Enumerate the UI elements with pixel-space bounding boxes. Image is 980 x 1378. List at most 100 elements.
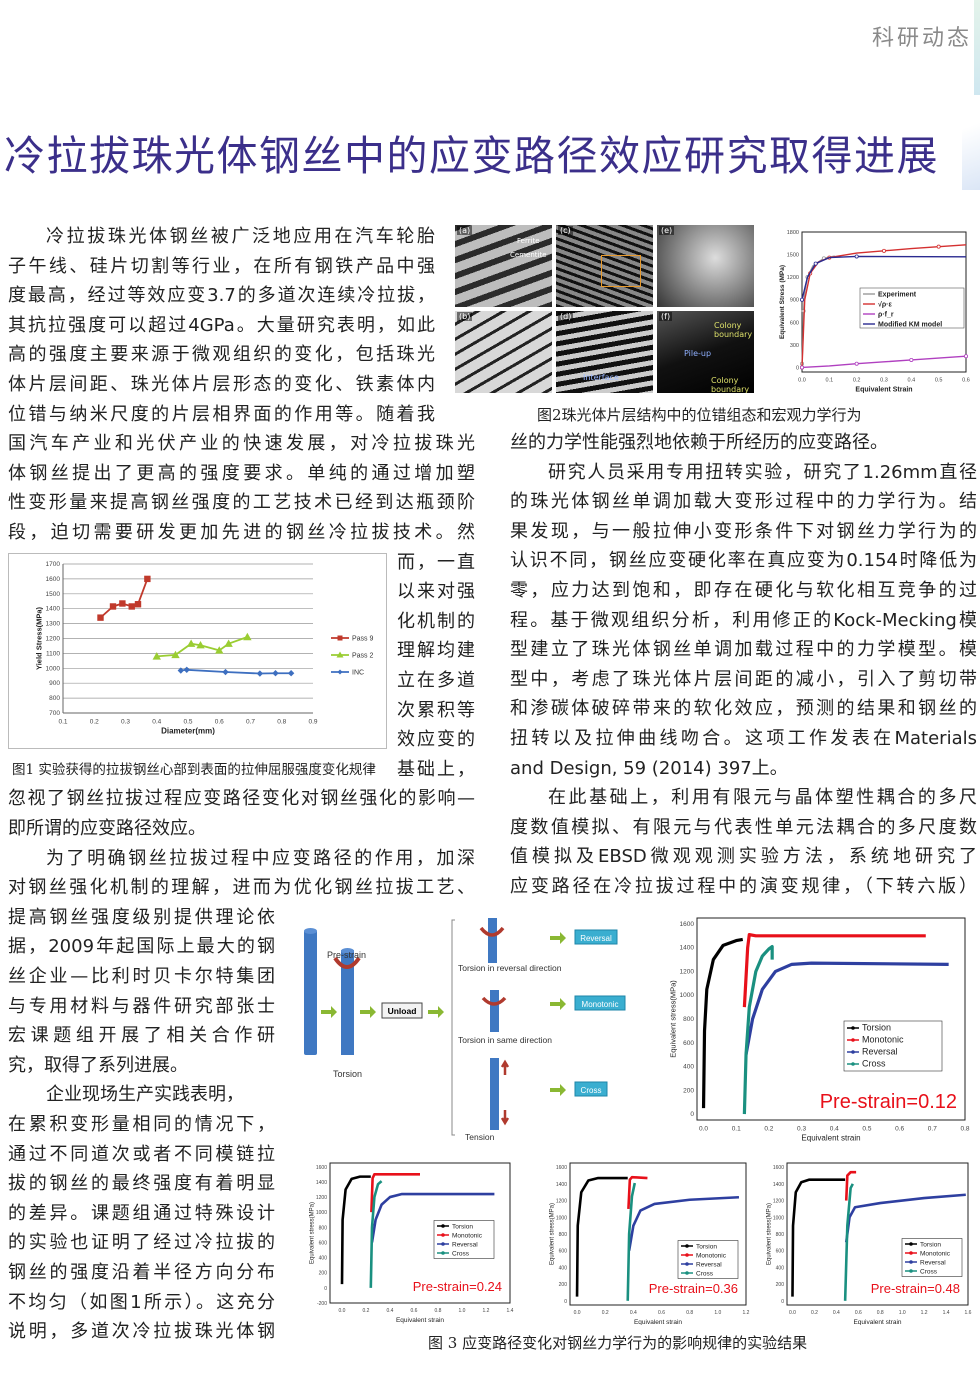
y-axis-title: Equivalent stress(MPa) bbox=[767, 1203, 773, 1265]
data-point bbox=[336, 651, 344, 658]
y-tick-label: 800 bbox=[49, 695, 60, 702]
legend-marker bbox=[909, 1242, 913, 1246]
legend-label: √ρ·ε bbox=[878, 301, 893, 309]
micrograph-a: (a) bbox=[455, 225, 552, 307]
series-line-reversal bbox=[744, 961, 949, 1055]
series-line bbox=[801, 244, 967, 368]
legend-marker bbox=[909, 1269, 913, 1273]
x-tick-label: 1.2 bbox=[921, 1310, 928, 1316]
cross-box-label: Cross bbox=[581, 1086, 602, 1095]
text-line: 零，应力达到饱和，即存在硬化与软化相互竞争的过 bbox=[510, 579, 977, 601]
y-tick-label: 700 bbox=[49, 710, 60, 717]
data-point bbox=[97, 614, 104, 621]
data-point bbox=[134, 601, 142, 608]
legend-label: Modified KM model bbox=[878, 322, 942, 329]
legend-label: Cross bbox=[696, 1271, 714, 1278]
legend-label: Cross bbox=[452, 1251, 470, 1258]
left-text-block-1: 冷拉拔珠光体钢丝被广泛地应用在汽车轮胎 子午线、硅片切割等行业，在所有钢铁产品中… bbox=[8, 222, 475, 548]
series-line-monotonic bbox=[370, 1173, 420, 1213]
y-tick-label: 600 bbox=[559, 1249, 568, 1255]
x-tick-label: 0.2 bbox=[811, 1310, 818, 1316]
text-line: 值模拟及EBSD微观观测实验方法，系统地研究了 bbox=[510, 846, 977, 868]
panel-label: (d) bbox=[558, 312, 574, 321]
x-tick-label: 0.8 bbox=[960, 1126, 969, 1133]
x-tick-label: 0.8 bbox=[277, 719, 286, 726]
x-tick-label: 0.6 bbox=[855, 1310, 862, 1316]
series-line-reversal bbox=[370, 1192, 495, 1243]
annotation-label: Interface bbox=[583, 373, 619, 382]
left-text-block-3: 忽视了钢丝拉拔过程应变路径变化对钢丝强化的影响— 即所谓的应变路径效应。 为了明… bbox=[8, 784, 475, 902]
series-line-pass9 bbox=[99, 578, 149, 619]
text-line: 国汽车产业和光伏产业的快速发展，对冷拉拔珠光 bbox=[8, 433, 475, 455]
series-line-cross bbox=[626, 1182, 637, 1301]
x-tick-label: 0.0 bbox=[798, 378, 806, 384]
text-line: 对钢丝强化机制的理解，进而为优化钢丝拉拔工艺、 bbox=[8, 877, 475, 899]
y-tick-label: 1600 bbox=[316, 1165, 327, 1171]
text-line: 体钢丝提出了更高的强度要求。单纯的通过增加塑 bbox=[8, 462, 475, 484]
y-tick-label: 400 bbox=[559, 1265, 568, 1271]
y-tick-label: 1000 bbox=[680, 992, 695, 999]
y-tick-label: 1600 bbox=[556, 1165, 567, 1171]
x-axis-title: Equivalent strain bbox=[634, 1319, 682, 1325]
data-point bbox=[128, 603, 135, 610]
x-tick-label: 0.6 bbox=[411, 1308, 418, 1314]
rod-prestrain-icon bbox=[333, 948, 361, 1055]
figure-3-caption: 图 3 应变路径变化对钢丝力学行为的影响规律的实验结果 bbox=[428, 1334, 808, 1352]
panel-label: (a) bbox=[457, 226, 473, 235]
x-axis-title: Equivalent Strain bbox=[855, 387, 912, 394]
plot-frame bbox=[786, 1162, 969, 1306]
series-line-torsion bbox=[340, 1175, 371, 1285]
y-axis-title: Equivalent stress(MPa) bbox=[669, 980, 678, 1058]
data-point bbox=[963, 354, 968, 359]
rod-reversal-icon bbox=[479, 918, 505, 963]
data-point bbox=[813, 261, 818, 266]
x-tick-label: 0.1 bbox=[826, 378, 834, 384]
legend-marker bbox=[851, 1062, 855, 1066]
series-line-monotonic bbox=[627, 1175, 648, 1210]
cross-box bbox=[574, 1081, 608, 1097]
x-tick-label: 0.2 bbox=[853, 378, 861, 384]
figure-1-caption: 图1 实验获得的拉拔钢丝心部到表面的拉伸屈服强度变化规律 bbox=[12, 762, 376, 778]
y-tick-label: 1400 bbox=[556, 1182, 567, 1188]
series-line bbox=[801, 255, 967, 300]
data-point bbox=[854, 254, 859, 259]
text-line: 通过不同道次或者不同模链拉 bbox=[8, 1143, 275, 1165]
y-tick-label: 400 bbox=[776, 1265, 785, 1271]
text-line: 究，取得了系列进展。 bbox=[8, 1054, 188, 1076]
text-line: 丝企业—比利时贝卡尔特集团 bbox=[8, 965, 275, 987]
prestrain-annotation: Pre-strain=0.48 bbox=[871, 1281, 960, 1296]
text-line: 性变形量来提高钢丝强度的工艺技术已经到达瓶颈阶 bbox=[8, 492, 475, 514]
legend-marker bbox=[909, 1260, 913, 1264]
text-line: 程。基于微观组织分析，利用修正的Kock-Mecking模 bbox=[510, 609, 977, 631]
x-tick-label: 0.7 bbox=[246, 719, 255, 726]
y-tick-label: 900 bbox=[49, 680, 60, 687]
data-point bbox=[337, 669, 343, 675]
reversal-direction-label: Torsion in reversal direction bbox=[458, 963, 562, 973]
series-line bbox=[801, 355, 967, 369]
x-tick-label: 0.4 bbox=[908, 378, 916, 384]
x-tick-label: 0.4 bbox=[152, 719, 161, 726]
text-line: 体片层间距、珠光体片层形态的变化、铁素体内 bbox=[8, 373, 435, 395]
plot-frame bbox=[329, 1162, 511, 1304]
x-tick-label: 0.4 bbox=[833, 1310, 840, 1316]
decorative-swoosh bbox=[962, 100, 980, 190]
legend-marker bbox=[441, 1242, 445, 1246]
legend-label: Torsion bbox=[696, 1244, 717, 1251]
legend-label: ρ·f_r bbox=[878, 312, 894, 319]
text-line: 效应变的 bbox=[397, 729, 475, 751]
text-line: 高的强度主要来源于微观组织的变化，包括珠光 bbox=[8, 344, 435, 366]
arrow-icon bbox=[321, 932, 566, 1096]
y-tick-label: 1700 bbox=[46, 561, 61, 568]
legend-box bbox=[859, 287, 965, 329]
text-line: 不均匀（如图1所示）。这充分 bbox=[8, 1291, 275, 1313]
data-point bbox=[152, 652, 161, 660]
series-line-reversal bbox=[844, 1193, 966, 1243]
text-line: 的珠光体钢丝单调加载大变形过程中的力学行为。结 bbox=[510, 491, 977, 513]
y-tick-label: 1000 bbox=[46, 665, 61, 672]
text-line: 研究人员采用专用扭转实验，研究了1.26mm直径 bbox=[548, 461, 977, 483]
plot-frame bbox=[696, 917, 966, 1121]
y-tick-label: 600 bbox=[319, 1240, 328, 1246]
legend-marker bbox=[851, 1050, 855, 1054]
data-point bbox=[936, 244, 941, 249]
